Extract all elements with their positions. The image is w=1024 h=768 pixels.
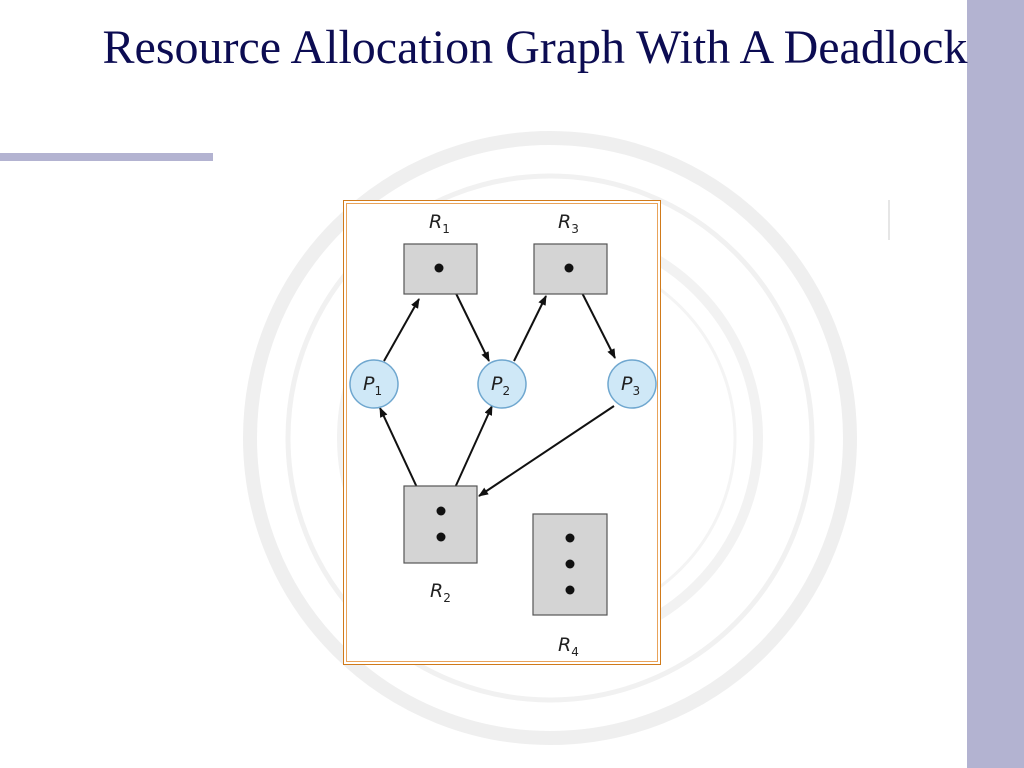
title-underline-rule <box>0 153 213 161</box>
process-p3: P3 <box>607 359 657 409</box>
edge-p1-r1 <box>383 298 420 362</box>
edge-p3-r2 <box>478 405 615 497</box>
resource-r4-label: R4 <box>558 634 579 659</box>
resource-r3: R3 <box>533 211 608 295</box>
resource-r2-label: R2 <box>430 580 451 605</box>
right-accent-bar <box>967 0 1024 768</box>
slide-title: Resource Allocation Graph With A Deadloc… <box>102 21 968 74</box>
diagram-frame: R1 R3 R2 R4 P1 <box>343 200 661 665</box>
decorative-line <box>888 200 890 240</box>
resource-r4: R4 <box>532 513 608 659</box>
resource-r3-label: R3 <box>558 211 579 236</box>
resource-r2: R2 <box>403 485 478 605</box>
process-p2-label: P2 <box>491 373 510 398</box>
process-p3-label: P3 <box>621 373 640 398</box>
edge-r1-p2 <box>446 274 490 362</box>
edge-r3-p3 <box>572 274 616 359</box>
process-p1: P1 <box>349 359 399 409</box>
process-p2: P2 <box>477 359 527 409</box>
edges <box>379 274 616 525</box>
resource-allocation-graph: R1 R3 R2 R4 P1 <box>349 211 657 659</box>
resource-r1: R1 <box>403 211 478 295</box>
edge-p2-r3 <box>513 295 547 362</box>
edge-r2-p1 <box>379 407 435 525</box>
process-p1-label: P1 <box>363 373 382 398</box>
resource-r1-label: R1 <box>429 211 450 236</box>
edge-r2-p2 <box>448 405 493 502</box>
